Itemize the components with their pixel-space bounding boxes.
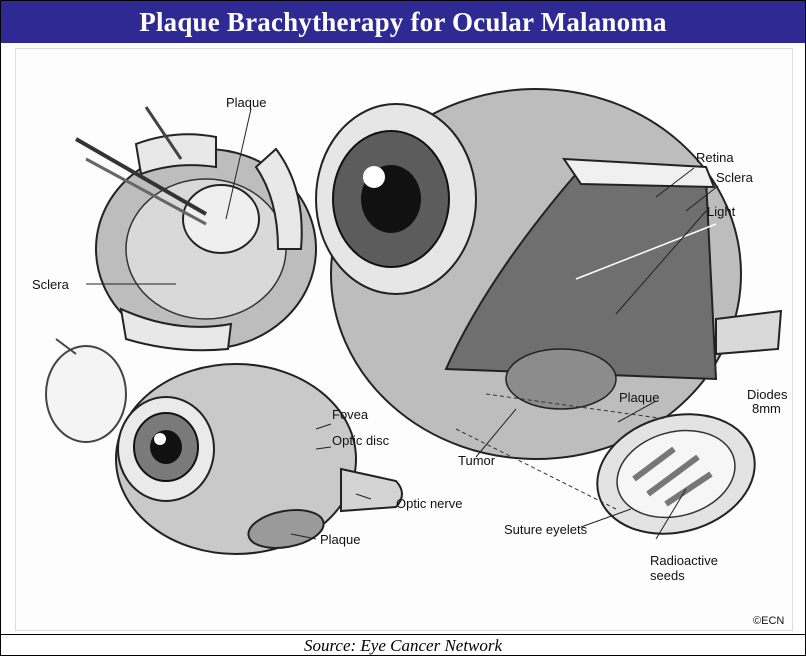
sclera-left-label: Sclera	[32, 277, 70, 292]
optic-nerve-label: Optic nerve	[396, 496, 462, 511]
diodes-size-label: 8mm	[752, 401, 781, 416]
plaque-mid-label: Plaque	[619, 390, 659, 405]
plaque-top-label: Plaque	[226, 95, 266, 110]
seeds-label: seeds	[650, 568, 685, 583]
credit-mark: ©ECN	[753, 615, 784, 627]
eye-anatomy-illustration: Plaque Sclera Retina Sclera Light Fovea …	[16, 49, 792, 630]
source-caption: Source: Eye Cancer Network	[1, 634, 805, 657]
surgical-view	[76, 107, 316, 350]
title-banner: Plaque Brachytherapy for Ocular Malanoma	[1, 1, 805, 43]
lower-eye-view	[116, 364, 402, 554]
tumor-label: Tumor	[458, 453, 496, 468]
fovea-label: Fovea	[332, 407, 369, 422]
plaque-bottom-label: Plaque	[320, 532, 360, 547]
cutaway-eye-view	[316, 89, 781, 459]
light-label: Light	[707, 204, 736, 219]
illustration-panel: Plaque Sclera Retina Sclera Light Fovea …	[15, 48, 793, 631]
suture-eyelets-label: Suture eyelets	[504, 522, 588, 537]
plaque-disc-sketch	[46, 339, 126, 442]
page-title: Plaque Brachytherapy for Ocular Malanoma	[139, 7, 666, 38]
optic-disc-label: Optic disc	[332, 433, 390, 448]
radioactive-label: Radioactive	[650, 553, 718, 568]
retina-label: Retina	[696, 150, 734, 165]
sclera-right-label: Sclera	[716, 170, 754, 185]
diodes-label: Diodes	[747, 387, 788, 402]
